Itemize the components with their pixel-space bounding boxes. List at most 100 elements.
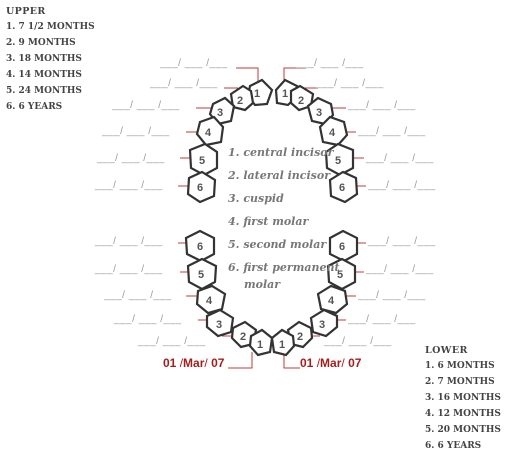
date-day: 01 [300, 356, 314, 370]
upper-age-5: 5. 24 MONTHS [6, 86, 82, 96]
date-blank[interactable]: ___/ ___ /___ [358, 290, 426, 301]
date-month: Mar [183, 356, 205, 370]
date-blank[interactable]: ___/ ___ /___ [102, 126, 170, 137]
tooth-upper-right-4: 4 [195, 115, 225, 147]
tooth-number: 1 [257, 339, 263, 351]
tooth-number: 2 [240, 331, 246, 343]
date-blank[interactable]: ___/ ___ /___ [368, 180, 436, 191]
lower-age-6: 6. 6 YEARS [425, 441, 482, 451]
date-blank[interactable]: ___/ ___ /___ [150, 78, 218, 89]
date-blank[interactable]: ___/ ___ /___ [348, 314, 416, 325]
upper-age-6: 6. 6 YEARS [6, 102, 63, 112]
legend-item-6-continuation: molar [244, 278, 281, 291]
date-blank[interactable]: ___/ ___ /___ [366, 264, 434, 275]
legend-item-5: 5. second molar [228, 238, 327, 251]
tooth-number: 2 [298, 95, 304, 107]
tooth-number: 3 [216, 319, 222, 331]
date-blank[interactable]: ___/ ___ /___ [95, 264, 163, 275]
date-blank[interactable]: ___/ ___ /___ [95, 236, 163, 247]
lower-age-5: 5. 20 MONTHS [425, 425, 501, 435]
upper-age-3: 3. 18 MONTHS [6, 54, 82, 64]
date-blank[interactable]: ___/ ___ /___ [368, 236, 436, 247]
date-day: 01 [163, 356, 177, 370]
date-blank[interactable]: ___/ ___ /___ [114, 314, 182, 325]
date-separator: / [341, 356, 345, 370]
tooth-number: 1 [282, 88, 288, 100]
tooth-number: 4 [205, 127, 212, 139]
tooth-upper-right-6: 6 [186, 170, 217, 204]
date-separator: / [204, 356, 208, 370]
upper-age-2: 2. 9 MONTHS [6, 38, 76, 48]
tooth-number: 5 [198, 269, 204, 281]
lower-age-3: 3. 16 MONTHS [425, 393, 501, 403]
tooth-number: 4 [328, 295, 335, 307]
legend-item-1: 1. central incisor [228, 146, 334, 159]
tooth-number: 6 [339, 241, 345, 253]
legend-item-6: 6. first permanent [228, 261, 340, 274]
date-blank[interactable]: ___/ ___ /___ [160, 58, 228, 69]
tooth-number: 5 [335, 155, 341, 167]
tooth-lower-right-4: 4 [195, 284, 227, 315]
legend-item-3: 3. cuspid [228, 192, 284, 205]
date-blank[interactable]: ___/ ___ /___ [97, 153, 165, 164]
tooth-number: 6 [197, 182, 203, 194]
tooth-upper-left-3: 3 [306, 96, 335, 126]
tooth-number: 4 [329, 127, 336, 139]
upper-age-4: 4. 14 MONTHS [6, 70, 82, 80]
tooth-lower-left-1: 1 [270, 328, 296, 357]
tooth-lower-left-4: 4 [316, 284, 349, 315]
date-blank[interactable]: ___/ ___ /___ [95, 180, 163, 191]
legend-item-4: 4. first molar [228, 215, 309, 228]
tooth-number: 5 [199, 155, 205, 167]
tooth-number: 2 [297, 331, 303, 343]
tooth-upper-left-4: 4 [318, 115, 349, 147]
tooth-number: 3 [217, 107, 223, 119]
tooth-number: 1 [254, 88, 260, 100]
date-year: 07 [211, 356, 225, 370]
tooth-lower-left-5: 5 [326, 257, 357, 291]
date-blank[interactable]: ___/ ___ /___ [104, 290, 172, 301]
date-blank[interactable]: ___/ ___ /___ [138, 336, 206, 347]
date-blank[interactable]: ___/ ___ /___ [324, 336, 392, 347]
lower-age-1: 1. 6 MONTHS [425, 361, 495, 371]
date-blank[interactable]: ___/ ___ /___ [316, 78, 384, 89]
lower-age-2: 2. 7 MONTHS [425, 377, 495, 387]
tooth-number: 5 [337, 269, 343, 281]
date-year: 07 [348, 356, 362, 370]
date-blank[interactable]: ___/ ___ /___ [358, 126, 426, 137]
tooth-upper-right-5: 5 [188, 142, 219, 177]
tooth-number: 6 [197, 241, 203, 253]
tooth-number: 3 [316, 107, 322, 119]
date-separator: / [316, 356, 321, 370]
upper-teeth: 1 1 2 2 3 3 4 [186, 78, 359, 204]
tooth-lower-right-3: 3 [205, 308, 235, 338]
tooth-lower-left-6: 6 [328, 229, 359, 263]
lower-age-4: 4. 12 MONTHS [425, 409, 501, 419]
date-blank[interactable]: ___/ ___ /___ [296, 58, 364, 69]
tooth-lower-right-6: 6 [184, 229, 216, 263]
date-blank[interactable]: ___/ ___ /___ [112, 100, 180, 111]
tooth-number: 3 [319, 319, 325, 331]
tooth-number: 2 [237, 95, 243, 107]
tooth-lower-left-3: 3 [309, 308, 339, 338]
tooth-lower-right-5: 5 [186, 257, 218, 291]
legend-item-2: 2. lateral incisor [228, 169, 331, 182]
lower-left-central-incisor-date[interactable]: 01 /Mar/ 07 [300, 356, 361, 370]
date-blank[interactable]: ___/ ___ /___ [348, 100, 416, 111]
date-separator: / [179, 356, 184, 370]
date-month: Mar [320, 356, 342, 370]
lower-right-central-incisor-date[interactable]: 01 /Mar/ 07 [163, 356, 224, 370]
upper-heading: UPPER [6, 6, 46, 17]
tooth-upper-left-5: 5 [324, 142, 355, 177]
tooth-number: 4 [206, 295, 213, 307]
date-blank[interactable]: ___/ ___ /___ [366, 153, 434, 164]
tooth-number: 1 [279, 339, 285, 351]
tooth-upper-right-3: 3 [208, 96, 236, 126]
tooth-number: 6 [339, 182, 345, 194]
tooth-upper-left-6: 6 [328, 170, 359, 204]
lower-heading: LOWER [425, 345, 468, 356]
tooth-lower-right-1: 1 [248, 328, 274, 357]
lower-teeth: 6 6 5 5 4 4 3 [184, 229, 359, 357]
